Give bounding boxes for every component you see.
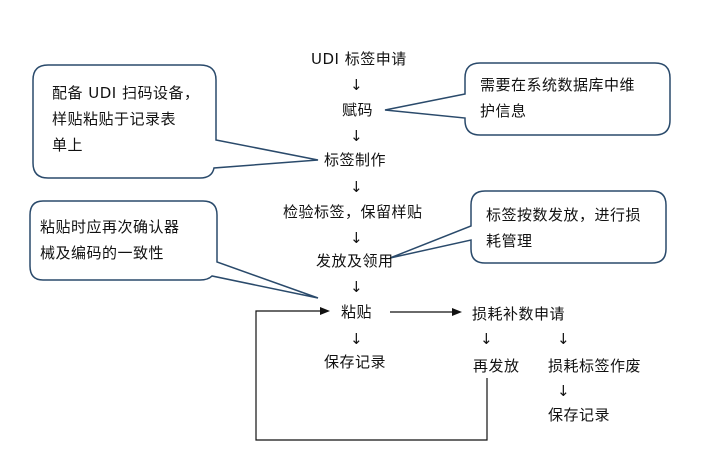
callout-left-bottom-shape bbox=[29, 200, 319, 299]
callout-left-top-line: 配备 UDI 扫码设备， bbox=[52, 84, 200, 102]
branch-reissue: 再发放 bbox=[473, 357, 520, 375]
callout-right-top-line: 护信息 bbox=[480, 102, 527, 120]
arrow-to-loss-request-head bbox=[452, 308, 462, 316]
callout-left-bottom-line: 粘贴时应再次确认器 bbox=[40, 218, 180, 236]
branch-save-record: 保存记录 bbox=[548, 406, 611, 424]
callout-left-bottom-text: 粘贴时应再次确认器 械及编码的一致性 bbox=[40, 214, 180, 266]
down-arrow-branch-right: ↓ bbox=[557, 330, 570, 348]
callout-left-bottom-line: 械及编码的一致性 bbox=[40, 244, 165, 262]
down-arrow-6: ↓ bbox=[350, 330, 363, 348]
loop-back-arrow-head bbox=[320, 307, 330, 315]
callout-right-top-line: 需要在系统数据库中维 bbox=[480, 76, 636, 94]
step-inspect-label: 检验标签，保留样贴 bbox=[283, 203, 423, 221]
down-arrow-4: ↓ bbox=[350, 229, 363, 247]
down-arrow-branch-right-2: ↓ bbox=[557, 382, 570, 400]
callout-left-top-line: 样贴粘贴于记录表 bbox=[52, 110, 177, 128]
callout-right-top-text: 需要在系统数据库中维 护信息 bbox=[480, 72, 635, 124]
callout-left-top-text: 配备 UDI 扫码设备， 样贴粘贴于记录表 单上 bbox=[52, 80, 200, 158]
step-coding: 赋码 bbox=[342, 101, 374, 119]
callout-left-top-line: 单上 bbox=[52, 136, 84, 154]
step-label-request: UDI 标签申请 bbox=[311, 50, 407, 68]
callout-right-bottom-text: 标签按数发放，进行损 耗管理 bbox=[486, 202, 641, 254]
down-arrow-branch-left: ↓ bbox=[480, 330, 493, 348]
callout-right-bottom-shape bbox=[389, 190, 667, 264]
down-arrow-2: ↓ bbox=[350, 127, 363, 145]
step-label-making: 标签制作 bbox=[324, 151, 387, 169]
down-arrow-3: ↓ bbox=[350, 178, 363, 196]
callout-left-top-shape bbox=[32, 64, 319, 179]
down-arrow-5: ↓ bbox=[350, 278, 363, 296]
step-paste: 粘贴 bbox=[341, 303, 373, 321]
callout-right-bottom-line: 耗管理 bbox=[486, 232, 533, 250]
loop-back-line bbox=[255, 310, 488, 441]
callout-right-bottom-line: 标签按数发放，进行损 bbox=[486, 206, 642, 224]
down-arrow-1: ↓ bbox=[350, 76, 363, 94]
step-issue-collect: 发放及领用 bbox=[316, 252, 394, 270]
branch-loss-request: 损耗补数申请 bbox=[472, 305, 566, 323]
branch-void-labels: 损耗标签作废 bbox=[548, 357, 642, 375]
step-save-record: 保存记录 bbox=[324, 353, 387, 371]
callout-right-top-shape bbox=[384, 62, 671, 136]
